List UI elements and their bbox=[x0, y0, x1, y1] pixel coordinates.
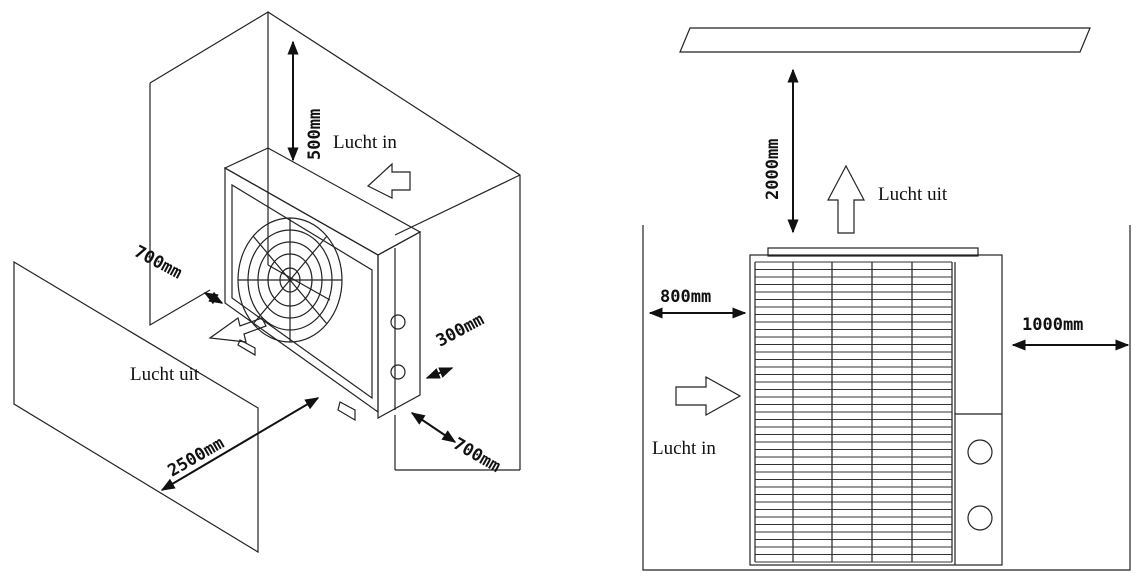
air-out-label-right: Lucht uit bbox=[878, 184, 948, 205]
wall-enclosure bbox=[149, 10, 521, 471]
pipe-connection-upper bbox=[390, 314, 406, 330]
pipe-connection-lower-front bbox=[967, 505, 993, 531]
clearance-top-right-label: 2000mm bbox=[763, 139, 783, 200]
pipe-connection-lower bbox=[390, 364, 406, 380]
unit-foot-right bbox=[337, 401, 356, 422]
clearance-right-label: 1000mm bbox=[1022, 315, 1083, 335]
heat-pump-unit-iso bbox=[223, 147, 422, 422]
air-in-label-left: Lucht in bbox=[333, 132, 397, 153]
heat-pump-unit-front bbox=[749, 247, 1003, 566]
dimension-line-side bbox=[203, 291, 224, 305]
right-front-view-diagram: 2000mm Lucht uit 800mm 1000mm Lucht in bbox=[642, 27, 1131, 571]
clearance-left-label: 800mm bbox=[660, 287, 711, 307]
ceiling-slab bbox=[679, 27, 1091, 53]
left-isometric-diagram: 500mm Lucht in 700mm Lucht uit 300mm 700… bbox=[13, 10, 521, 554]
air-in-label-right: Lucht in bbox=[652, 438, 716, 459]
air-out-arrow-left bbox=[208, 316, 267, 343]
clearance-side-label: 700mm bbox=[131, 242, 186, 284]
clearance-back-label: 300mm bbox=[433, 310, 488, 352]
side-walls bbox=[642, 225, 1131, 571]
fan-grille bbox=[237, 217, 343, 343]
heat-exchanger-coil bbox=[754, 261, 953, 563]
pipe-connection-upper-front bbox=[967, 439, 993, 465]
dimension-line-back-side bbox=[410, 412, 457, 443]
air-in-arrow-right bbox=[675, 375, 742, 417]
air-out-arrow-right bbox=[827, 164, 865, 234]
air-in-arrow-left bbox=[366, 162, 411, 199]
clearance-top-label: 500mm bbox=[305, 109, 325, 160]
air-out-label-left: Lucht uit bbox=[130, 364, 200, 385]
front-wall-panel bbox=[13, 260, 259, 554]
dimension-line-front bbox=[160, 397, 320, 491]
dimension-line-back bbox=[425, 367, 454, 379]
